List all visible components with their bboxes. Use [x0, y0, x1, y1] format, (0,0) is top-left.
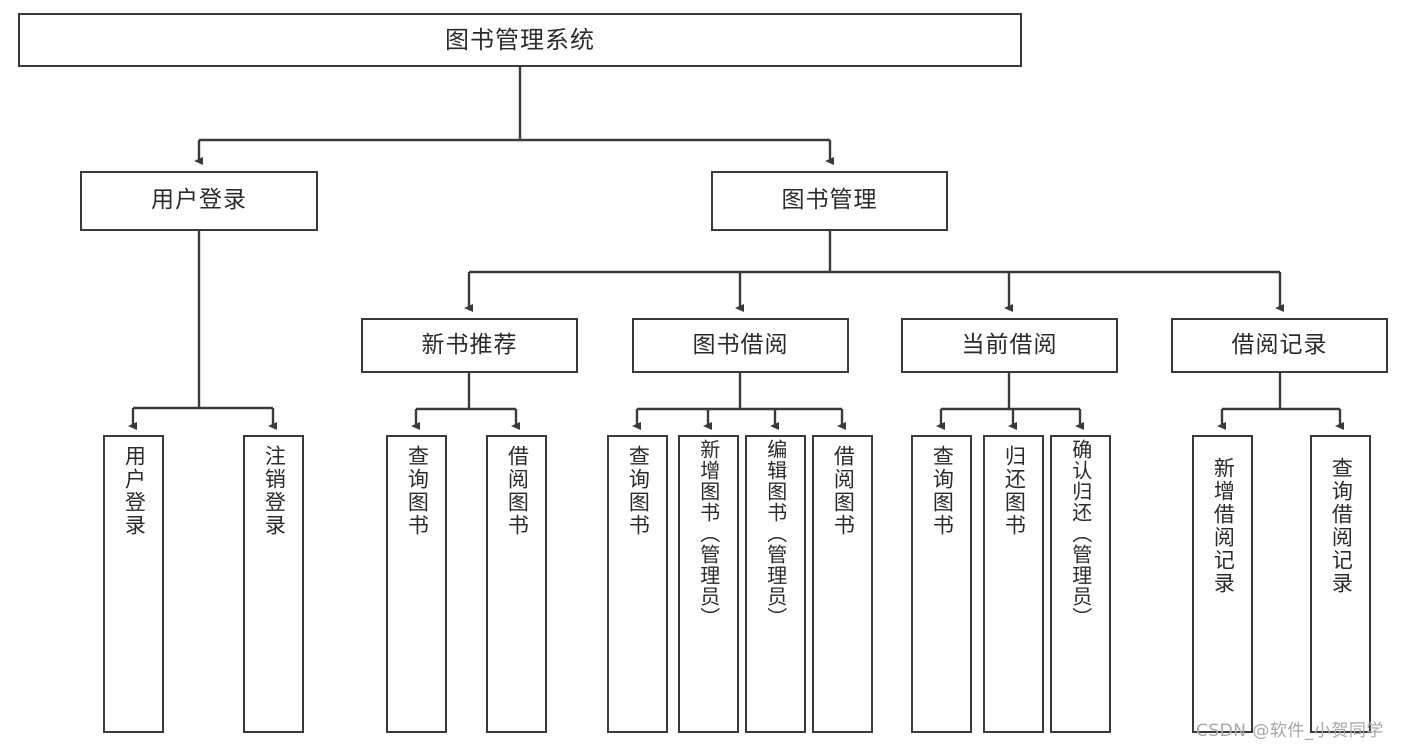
node-new-book-recommend[interactable]: 新书推荐 [361, 318, 578, 373]
leaf-query-record[interactable]: 查询借阅记录 [1310, 435, 1371, 733]
node-book-borrow[interactable]: 图书借阅 [632, 318, 849, 373]
leaf-logout-label: 注销登录 [262, 445, 287, 537]
leaf-return-book[interactable]: 归还图书 [983, 435, 1044, 733]
node-current-borrow-label: 当前借阅 [961, 331, 1058, 358]
leaf-confirm-return-admin[interactable]: 确认归还（管理员） [1050, 435, 1111, 733]
node-book-manage[interactable]: 图书管理 [711, 171, 948, 231]
node-root[interactable]: 图书管理系统 [18, 13, 1022, 67]
node-user-login[interactable]: 用户登录 [80, 171, 318, 231]
node-user-login-label: 用户登录 [151, 187, 247, 214]
leaf-borrow-book-label: 借阅图书 [831, 445, 856, 537]
leaf-edit-book-admin-label: 编辑图书（管理员） [763, 439, 788, 628]
leaf-query-book-cur-label: 查询图书 [930, 445, 955, 537]
leaf-add-book-admin[interactable]: 新增图书（管理员） [678, 435, 739, 733]
node-book-manage-label: 图书管理 [781, 187, 878, 214]
leaf-query-book-cur[interactable]: 查询图书 [911, 435, 972, 733]
leaf-borrow-book-rec-label: 借阅图书 [505, 445, 530, 537]
leaf-query-book-borrow-label: 查询图书 [626, 445, 651, 537]
leaf-add-record[interactable]: 新增借阅记录 [1192, 435, 1253, 733]
leaf-borrow-book-rec[interactable]: 借阅图书 [486, 435, 547, 733]
leaf-query-book-borrow[interactable]: 查询图书 [607, 435, 668, 733]
node-root-label: 图书管理系统 [445, 25, 595, 54]
node-borrow-record-label: 借阅记录 [1231, 331, 1328, 358]
leaf-add-book-admin-label: 新增图书（管理员） [696, 439, 721, 628]
node-current-borrow[interactable]: 当前借阅 [901, 318, 1118, 373]
leaf-add-record-label: 新增借阅记录 [1211, 457, 1236, 595]
leaf-query-record-label: 查询借阅记录 [1329, 457, 1354, 595]
watermark: CSDN @软件_小贺同学 [1196, 721, 1384, 741]
leaf-query-book-rec[interactable]: 查询图书 [386, 435, 447, 733]
leaf-query-book-rec-label: 查询图书 [405, 445, 430, 537]
leaf-borrow-book[interactable]: 借阅图书 [812, 435, 873, 733]
leaf-user-login-label: 用户登录 [122, 445, 147, 537]
node-borrow-record[interactable]: 借阅记录 [1171, 318, 1388, 373]
leaf-confirm-return-admin-label: 确认归还（管理员） [1068, 439, 1093, 628]
node-new-book-recommend-label: 新书推荐 [421, 331, 518, 358]
leaf-logout[interactable]: 注销登录 [243, 435, 304, 733]
node-book-borrow-label: 图书借阅 [692, 331, 789, 358]
leaf-user-login[interactable]: 用户登录 [103, 435, 164, 733]
leaf-return-book-label: 归还图书 [1002, 445, 1027, 537]
leaf-edit-book-admin[interactable]: 编辑图书（管理员） [745, 435, 806, 733]
